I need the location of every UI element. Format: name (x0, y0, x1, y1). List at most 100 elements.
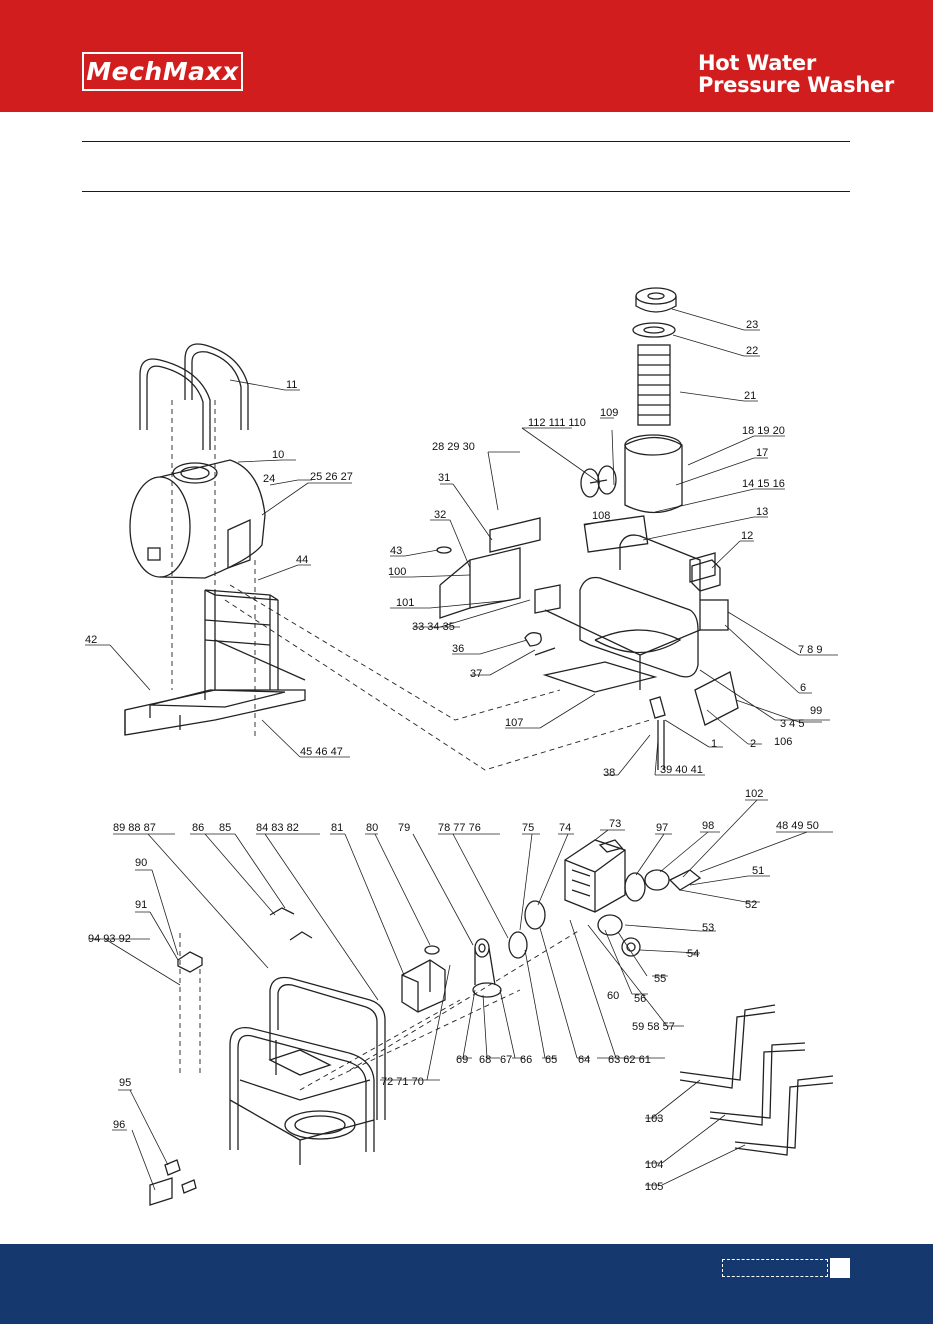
label-22: 22 (746, 345, 758, 357)
label-109: 109 (600, 407, 618, 419)
top-rule (82, 141, 850, 142)
label-underlines (85, 329, 838, 1186)
label-56: 56 (634, 993, 646, 1005)
small-parts-upper (436, 546, 666, 770)
label-38: 38 (603, 767, 615, 779)
water-tank (129, 459, 266, 579)
label-24: 24 (263, 473, 275, 485)
label-63-62-61: 63 62 61 (608, 1054, 651, 1066)
label-23: 23 (746, 319, 758, 331)
label-100: 100 (388, 566, 406, 578)
label-51: 51 (752, 865, 764, 877)
label-6: 6 (800, 682, 806, 694)
label-36: 36 (452, 643, 464, 655)
footer-bar (0, 1244, 933, 1324)
label-13: 13 (756, 506, 768, 518)
label-74: 74 (559, 822, 571, 834)
label-59-58-57: 59 58 57 (632, 1021, 675, 1033)
main-frame (542, 515, 739, 726)
label-79: 79 (398, 822, 410, 834)
label-75: 75 (522, 822, 534, 834)
bottom-rule (82, 191, 850, 192)
label-67: 67 (500, 1054, 512, 1066)
label-108: 108 (592, 510, 610, 522)
label-54: 54 (687, 948, 699, 960)
page-marker (830, 1258, 850, 1278)
label-10: 10 (272, 449, 284, 461)
label-53: 53 (702, 922, 714, 934)
header-bar: MechMaxx Hot Water Pressure Washer (0, 0, 933, 112)
pump-motor (401, 945, 446, 1013)
fuel-tank-box (439, 517, 561, 619)
label-107: 107 (505, 717, 523, 729)
label-14-15-16: 14 15 16 (742, 478, 785, 490)
label-66: 66 (520, 1054, 532, 1066)
label-25-26-27: 25 26 27 (310, 471, 353, 483)
label-86: 86 (192, 822, 204, 834)
leader-lines (104, 308, 808, 1191)
title-line-2: Pressure Washer (698, 73, 894, 97)
label-11: 11 (286, 379, 297, 391)
label-106: 106 (774, 736, 792, 748)
label-55: 55 (654, 973, 666, 985)
label-12: 12 (741, 530, 753, 542)
label-72-71-70: 72 71 70 (381, 1076, 424, 1088)
label-73: 73 (609, 818, 621, 830)
label-28-29-30: 28 29 30 (432, 441, 475, 453)
document-title: Hot Water Pressure Washer (698, 52, 894, 96)
label-18-19-20: 18 19 20 (742, 425, 785, 437)
part-number-labels: 11 10 24 25 26 27 44 42 45 46 47 23 22 2… (85, 319, 822, 1193)
label-60: 60 (607, 990, 619, 1002)
label-52: 52 (745, 899, 757, 911)
title-line-1: Hot Water (698, 51, 816, 75)
label-43: 43 (390, 545, 402, 557)
label-33-34-35: 33 34 35 (412, 621, 455, 633)
label-21: 21 (744, 390, 756, 402)
tank-straps (139, 343, 249, 450)
label-45-46-47: 45 46 47 (300, 746, 343, 758)
label-103: 103 (645, 1113, 663, 1125)
label-99: 99 (810, 705, 822, 717)
label-90: 90 (135, 857, 147, 869)
engine-parts (597, 869, 702, 957)
label-44: 44 (296, 554, 308, 566)
burner-coil-assembly (624, 287, 683, 514)
belt-pulleys (472, 900, 546, 998)
label-2: 2 (750, 738, 756, 750)
label-78-77-76: 78 77 76 (438, 822, 481, 834)
label-39-40-41: 39 40 41 (660, 764, 703, 776)
label-105: 105 (645, 1181, 663, 1193)
label-37: 37 (470, 668, 482, 680)
label-3-4-5: 3 4 5 (780, 718, 804, 730)
label-95: 95 (119, 1077, 131, 1089)
label-104: 104 (645, 1159, 663, 1171)
label-101: 101 (396, 597, 414, 609)
label-65: 65 (545, 1054, 557, 1066)
lower-frame (229, 976, 386, 1165)
hose-pipes (679, 1004, 834, 1156)
label-91: 91 (135, 899, 147, 911)
page-number-box (722, 1259, 828, 1277)
label-102: 102 (745, 788, 763, 800)
label-17: 17 (756, 447, 768, 459)
label-81: 81 (331, 822, 343, 834)
label-97: 97 (656, 822, 668, 834)
label-96: 96 (113, 1119, 125, 1131)
label-68: 68 (479, 1054, 491, 1066)
label-1: 1 (711, 738, 717, 750)
label-84-83-82: 84 83 82 (256, 822, 299, 834)
label-32: 32 (434, 509, 446, 521)
brand-logo: MechMaxx (82, 52, 243, 91)
label-89-88-87: 89 88 87 (113, 822, 156, 834)
frame-brackets (149, 907, 313, 1206)
label-94-93-92: 94 93 92 (88, 933, 131, 945)
label-112-111-110: 112 111 110 (528, 417, 586, 429)
label-69: 69 (456, 1054, 468, 1066)
label-64: 64 (578, 1054, 590, 1066)
label-7-8-9: 7 8 9 (798, 644, 822, 656)
label-42: 42 (85, 634, 97, 646)
label-85: 85 (219, 822, 231, 834)
label-98: 98 (702, 820, 714, 832)
label-48-49-50: 48 49 50 (776, 820, 819, 832)
